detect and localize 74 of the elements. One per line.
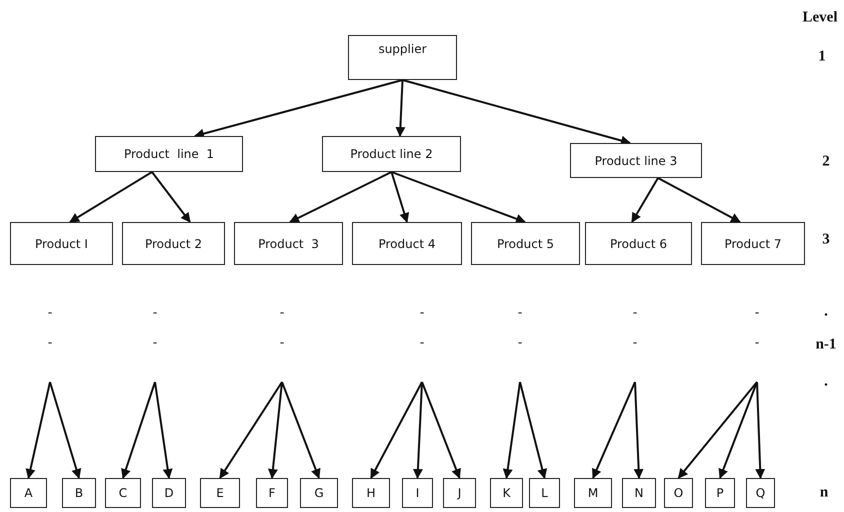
level-number: 3 [822,232,830,248]
level-number: 2 [822,154,830,170]
item-box: F [256,478,288,508]
ellipsis-dash: - [48,304,52,320]
arrow [268,382,283,479]
ellipsis-dash: - [518,304,522,320]
arrow [26,382,51,479]
item-box: M [574,478,612,508]
arrow [121,382,156,479]
arrow [219,381,283,479]
level-number: n [820,484,828,502]
ellipsis-dash: - [280,304,284,320]
item-box: C [105,478,141,508]
arrow [194,79,403,138]
level-number: 1 [818,48,826,66]
ellipsis-dash: - [518,334,522,350]
arrow [412,382,423,479]
arrow [718,382,758,479]
item-box: P [705,478,735,508]
arrow [519,382,548,479]
item-box: J [443,478,476,508]
ellipsis-dash: - [754,304,760,320]
item-box: O [664,478,693,508]
ellipsis-dash: - [48,334,52,350]
product-box: Product 2 [122,222,225,265]
arrow [502,382,521,479]
item-box: E [200,478,240,508]
arrow [390,172,410,223]
arrow [592,382,636,479]
arrow [678,381,758,479]
item-box: A [10,478,47,508]
arrow [395,80,406,137]
item-box: D [152,478,186,508]
arrow [281,382,320,479]
ellipsis-dash: - [152,334,158,350]
item-box: H [352,478,390,508]
ellipsis-dash: - [420,334,424,350]
arrow [634,382,644,479]
arrow [658,177,741,223]
level-heading: Level [802,10,838,26]
arrow [402,79,631,146]
level-number: n-1 [816,336,836,354]
item-box: I [402,478,433,508]
item-box: L [529,478,560,508]
supplier-box: supplier [348,35,457,80]
item-box: K [490,478,523,508]
ellipsis-dash: - [632,334,638,350]
product-box: Product 4 [352,222,462,265]
item-box: N [622,478,656,508]
ellipsis-dash: - [152,304,158,320]
ellipsis-dash: - [420,304,424,320]
product-box: Product 7 [701,222,805,265]
product-box: Product 3 [234,222,343,265]
arrow [151,171,191,223]
arrow [631,177,659,223]
level-number: . [824,304,828,320]
arrow [391,171,526,224]
product-box: Product 6 [585,222,692,265]
arrow [370,382,423,479]
item-box: Q [746,478,775,508]
ellipsis-dash: - [754,334,760,350]
arrow [154,382,173,479]
item-box: G [300,478,338,508]
ellipsis-dash: - [280,334,284,350]
arrow [49,382,82,479]
arrow [69,171,153,223]
product-box: Product I [10,222,113,265]
arrow [289,171,392,223]
level-number: . [824,374,828,390]
ellipsis-dash: - [632,304,638,320]
arrow [421,382,461,479]
item-box: B [62,478,96,508]
product-box: Product 5 [471,222,580,265]
arrow [755,382,766,479]
